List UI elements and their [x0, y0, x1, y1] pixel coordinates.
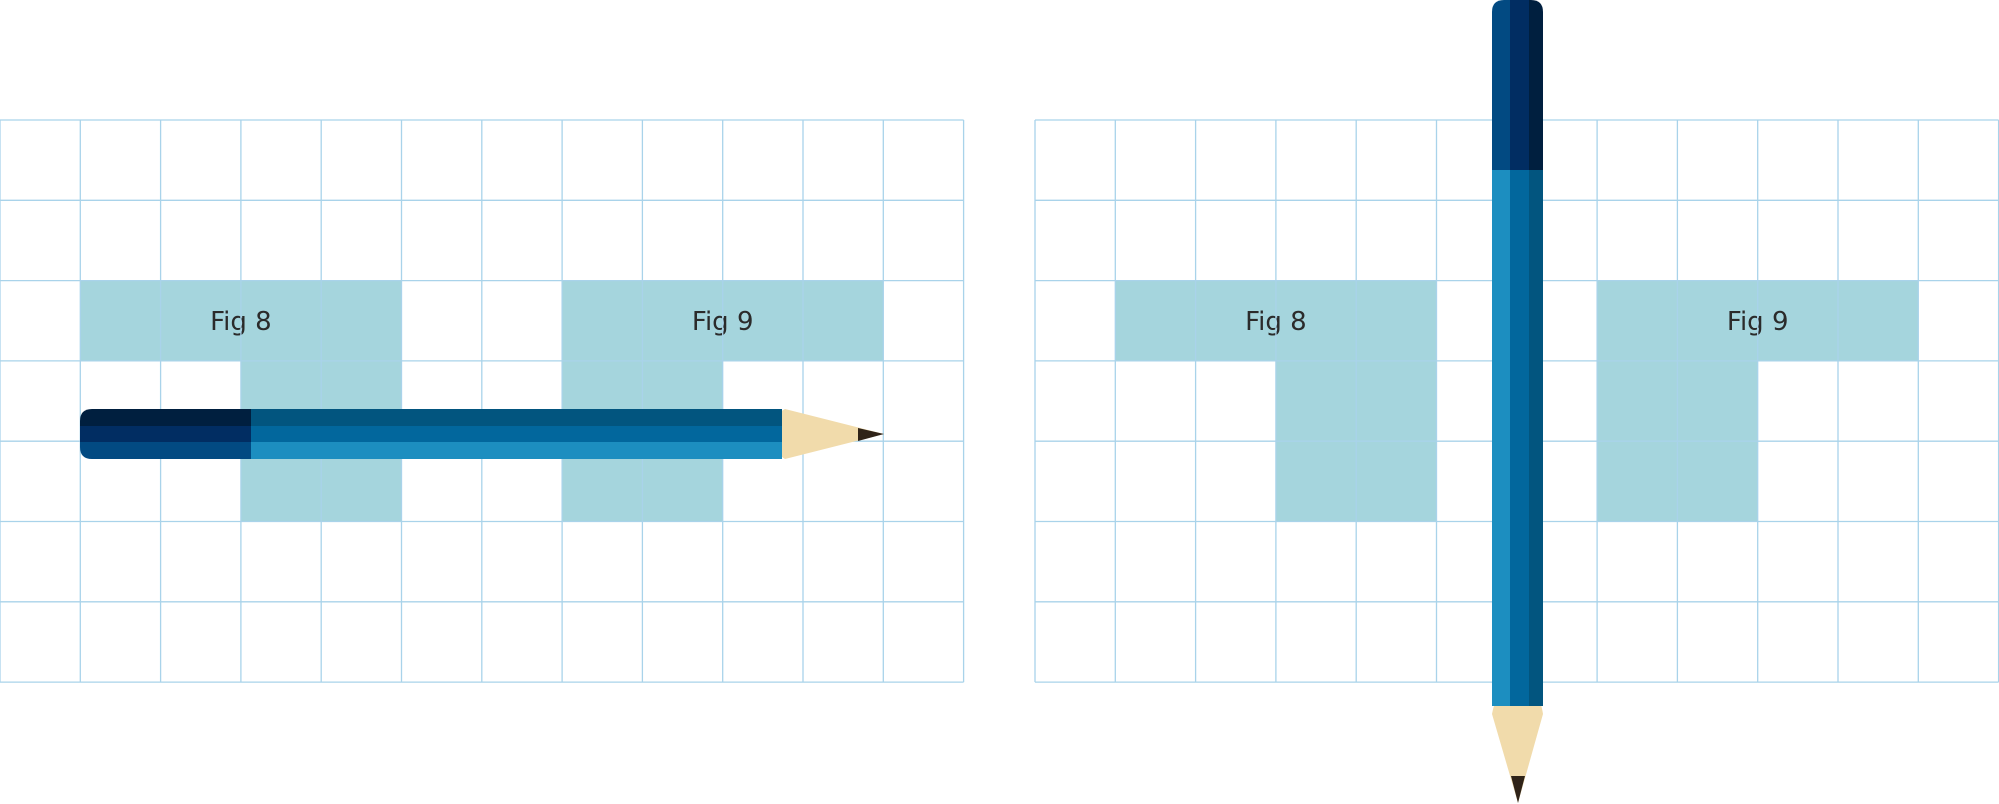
pencil-lead: [1511, 776, 1525, 803]
pencil-body-left: [1492, 170, 1510, 706]
pencil-end-cap-right: [1529, 0, 1543, 170]
pencil-body-top: [251, 409, 782, 426]
horizontal-pencil-icon[interactable]: [80, 409, 884, 459]
pencil-end-cap: [1492, 0, 1510, 170]
pencil-end-cap-bottom: [80, 442, 251, 459]
pencil-body-right: [1529, 170, 1543, 706]
grid-lines: [0, 119, 965, 683]
pencil-lead: [858, 428, 884, 441]
pencil-tip-wood: [1492, 697, 1543, 803]
vertical-pencil-icon[interactable]: [1492, 0, 1543, 803]
pencil-body-middle: [1510, 170, 1529, 706]
pencil-body-middle: [251, 426, 782, 442]
pencil-body-bottom: [251, 442, 782, 459]
pencil-tip-wood: [777, 409, 884, 459]
pencil-end-cap: [80, 409, 251, 426]
pencil-end-cap-mid: [80, 426, 251, 442]
pencil-end-cap-mid: [1510, 0, 1529, 170]
